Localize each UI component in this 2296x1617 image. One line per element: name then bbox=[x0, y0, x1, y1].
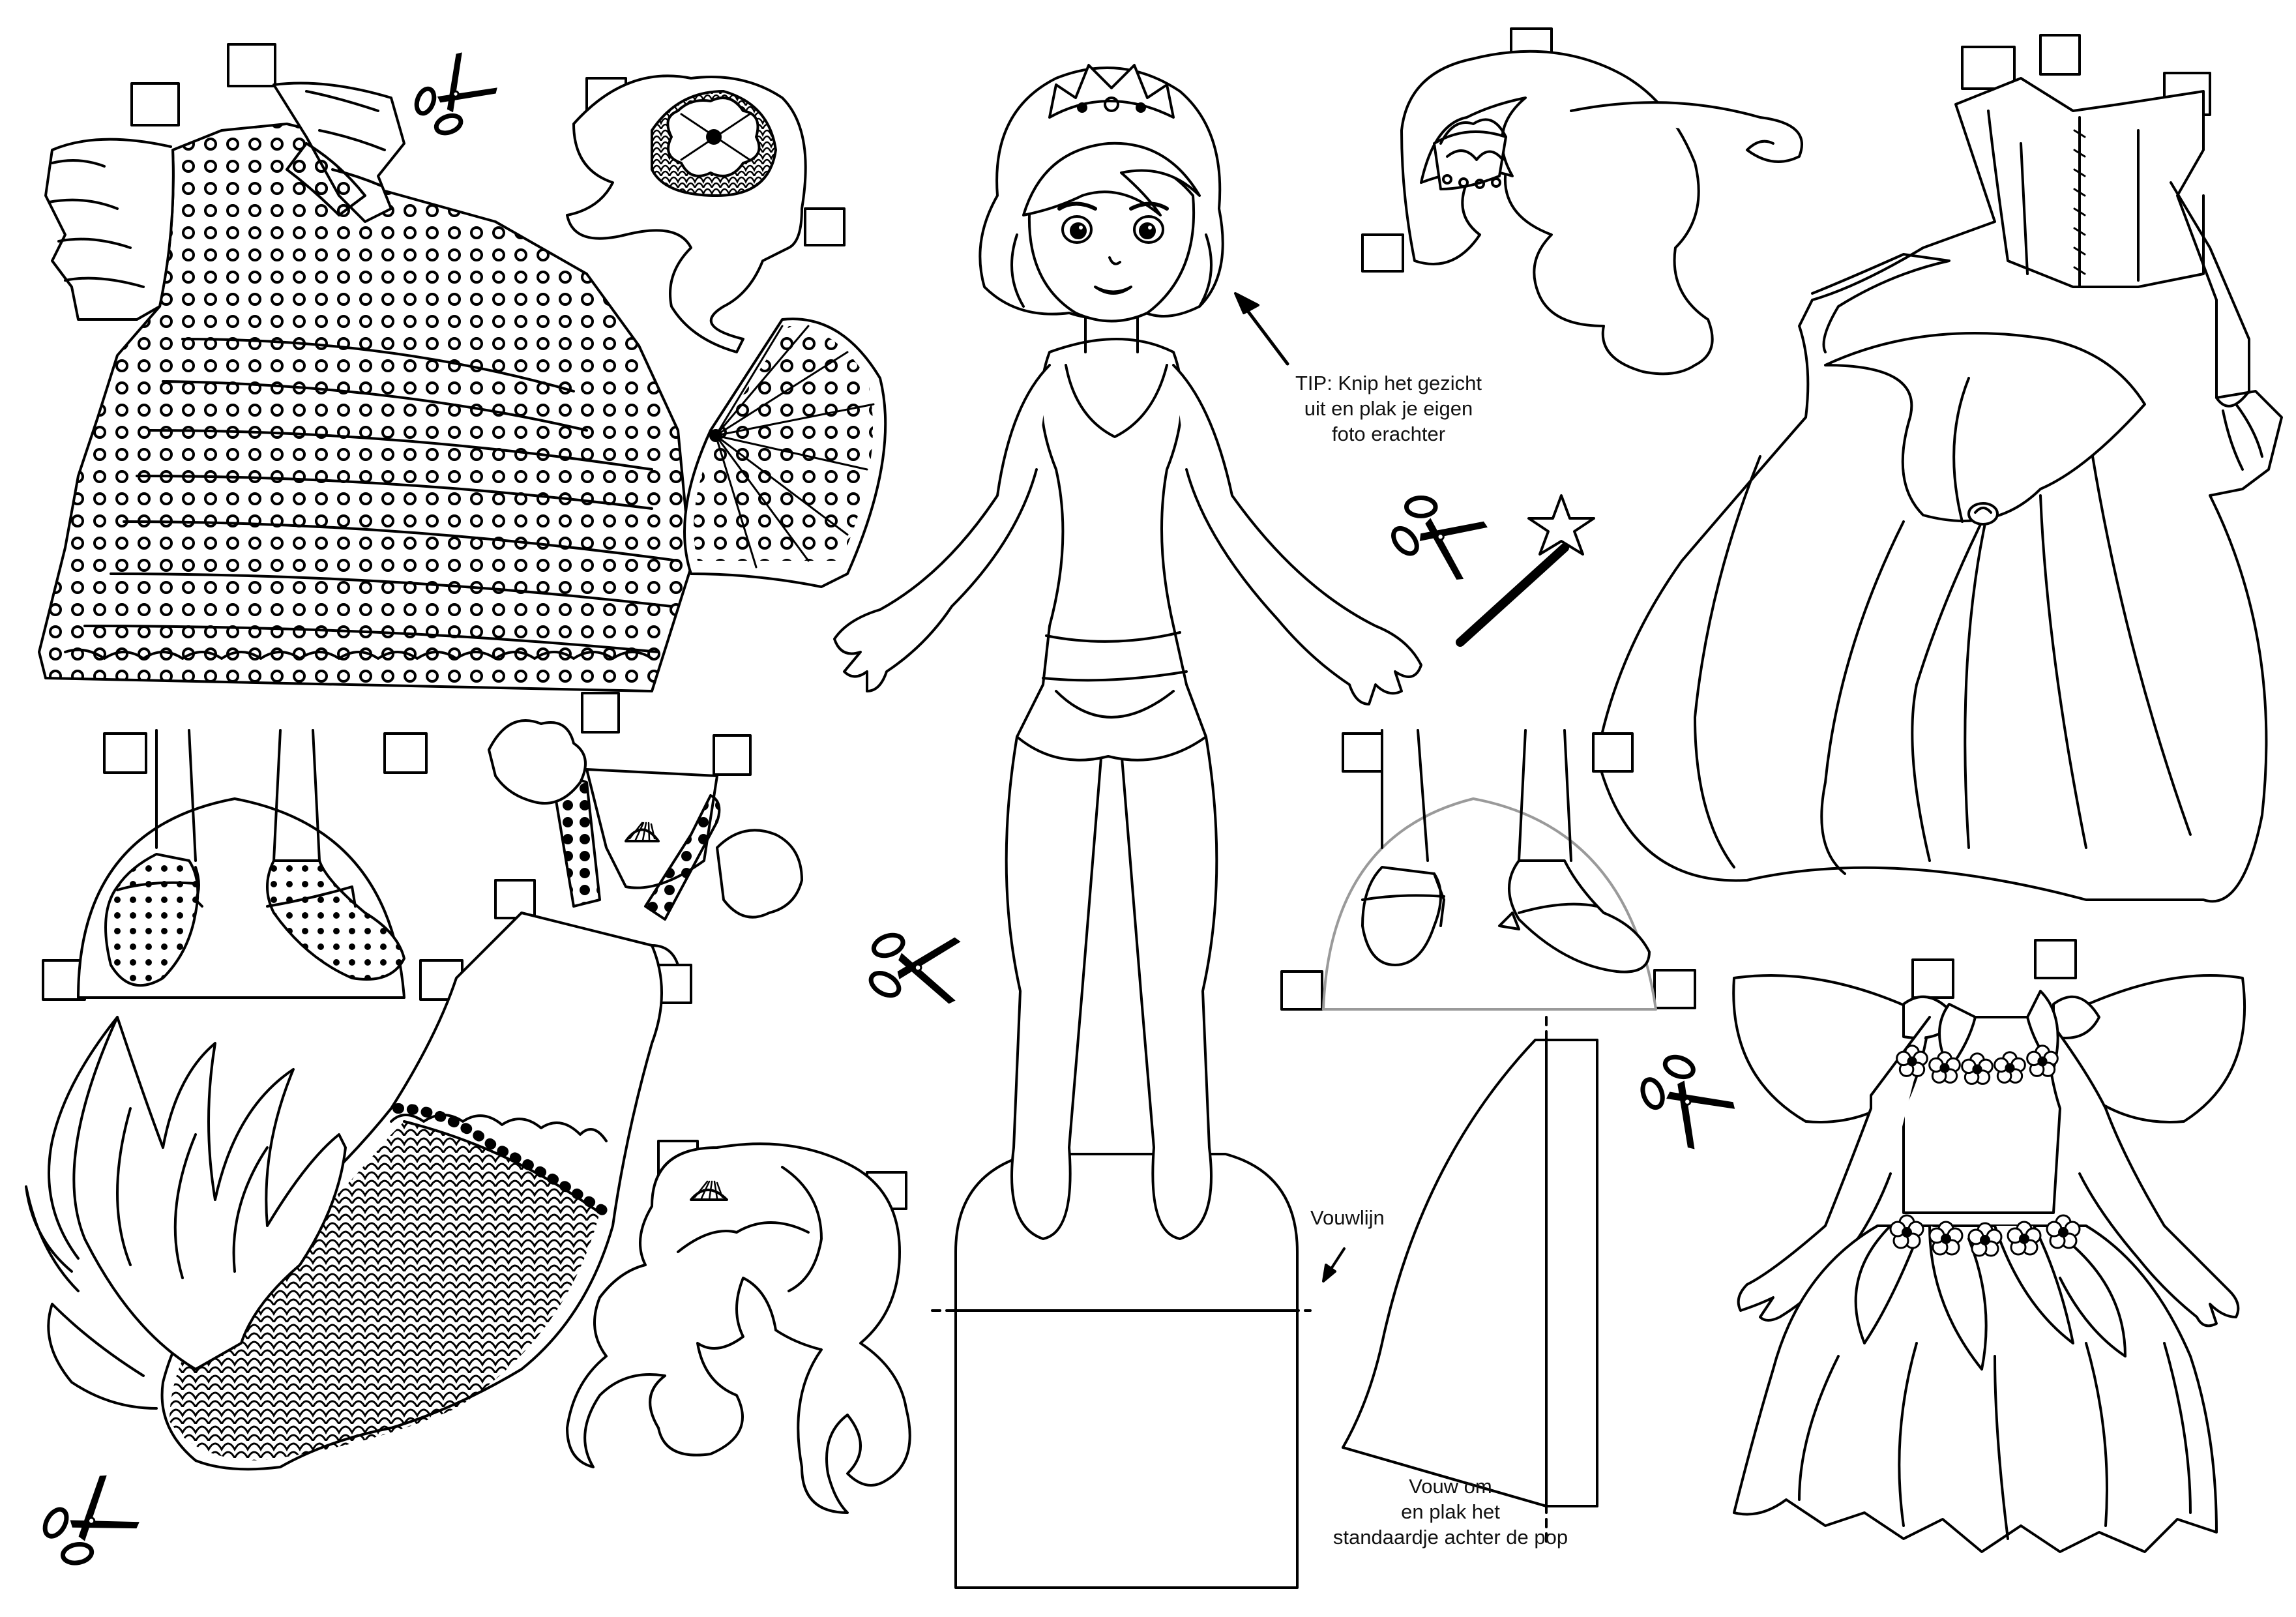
flamenco-hair[interactable] bbox=[567, 76, 844, 352]
princess-gown[interactable] bbox=[1597, 35, 2282, 901]
scissors-icon bbox=[406, 50, 501, 144]
princess-hair[interactable] bbox=[1362, 29, 1802, 374]
flamenco-shoes[interactable] bbox=[43, 730, 462, 1000]
mermaid-hair[interactable] bbox=[567, 1141, 910, 1513]
princess-shoes[interactable] bbox=[1282, 730, 1695, 1009]
arrow-icon bbox=[1323, 1249, 1344, 1281]
face-photo-tip: TIP: Knip het gezicht uit en plak je eig… bbox=[1295, 372, 1482, 445]
magic-wand[interactable] bbox=[1460, 488, 1609, 642]
scissors-icon bbox=[1383, 486, 1490, 583]
flamenco-dress[interactable] bbox=[39, 44, 691, 691]
scissors-icon bbox=[34, 1472, 142, 1575]
arrow-icon bbox=[1235, 293, 1288, 364]
scissors-icon bbox=[1630, 1045, 1738, 1152]
scissors-icon bbox=[866, 929, 962, 1005]
stand-fold-piece[interactable] bbox=[1343, 1017, 1597, 1545]
fold-line-label: Vouwlijn bbox=[1310, 1206, 1385, 1229]
stand-instruction: Vouw om en plak het standaardje achter d… bbox=[1332, 1475, 1568, 1549]
paper-doll[interactable] bbox=[834, 65, 1421, 1588]
mermaid-tail[interactable] bbox=[26, 913, 678, 1469]
fan[interactable] bbox=[684, 319, 885, 587]
fairy-dress[interactable] bbox=[1733, 940, 2244, 1552]
